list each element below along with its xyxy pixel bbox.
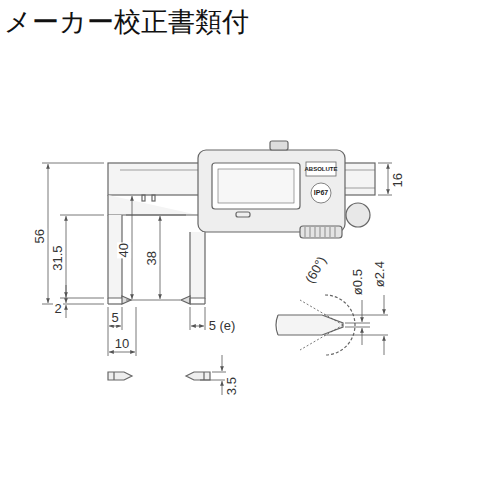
dimension-label: 38	[145, 250, 159, 266]
dimension-label: ø2.4	[373, 260, 387, 288]
dimension-label: 16	[391, 172, 405, 188]
dimension-label: 40	[117, 242, 131, 258]
dimension-label: 5 (e)	[208, 319, 237, 333]
dimension-label: 2	[53, 302, 62, 316]
dimension-label: 3.5	[225, 376, 239, 396]
dimension-label: 5	[110, 311, 119, 325]
dimension-label: 10	[114, 337, 130, 351]
logo-text: IP67	[314, 189, 328, 197]
dimension-label: ø0.5	[351, 268, 365, 296]
dimension-lines	[42, 163, 392, 395]
dimension-label: 56	[33, 228, 47, 244]
dimension-label: 31.5	[51, 244, 65, 271]
caliper-outline	[108, 141, 375, 380]
logo-text: ABSOLUTE	[305, 166, 338, 173]
heading: メーカー校正書類付	[4, 4, 249, 40]
dimension-label: (60°)	[302, 253, 330, 286]
